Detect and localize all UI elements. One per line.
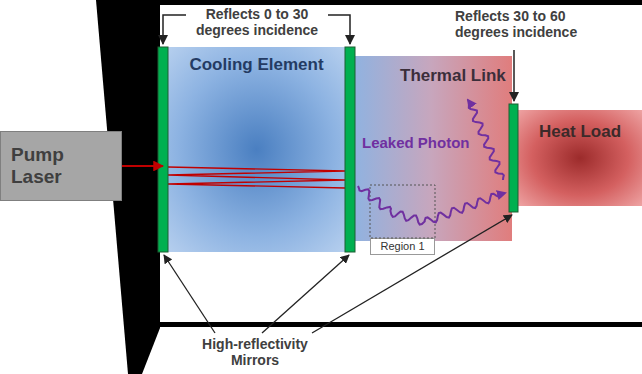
heat-load: Heat Load: [518, 110, 642, 206]
photon-path: [468, 100, 504, 180]
leader-line: [262, 255, 349, 333]
chamber-bottom-wall: [158, 322, 642, 327]
mirror: [345, 47, 355, 252]
leader-line: [312, 215, 512, 333]
photon-label: Leaked Photon: [362, 135, 482, 151]
region-label-box: Region 1: [370, 238, 435, 255]
leader-line: [164, 255, 215, 333]
laser-box: Pump Laser: [0, 131, 122, 201]
mirror-spec-label: Reflects 0 to 30 degrees incidence: [186, 6, 328, 38]
mirror: [509, 104, 518, 212]
node-label: Cooling Element: [189, 55, 323, 75]
mirror-callout: High-reflectivity Mirrors: [188, 336, 322, 368]
node-label: Pump Laser: [11, 144, 81, 188]
mirror-spec-label: Reflects 30 to 60 degrees incidence: [455, 8, 607, 40]
laser-beam-arrow: [122, 165, 163, 167]
photon-paths: [358, 100, 505, 225]
chamber-top-wall: [158, 0, 642, 5]
photon-path: [358, 186, 505, 225]
node-label: Region 1: [380, 240, 424, 253]
cooling-element: Cooling Element: [163, 47, 350, 252]
leader-line: [513, 50, 515, 101]
node-label: Heat Load: [539, 122, 621, 142]
pump-beam-reflections: [168, 167, 345, 188]
mirror: [158, 47, 168, 252]
node-label: Thermal Link: [400, 66, 506, 86]
